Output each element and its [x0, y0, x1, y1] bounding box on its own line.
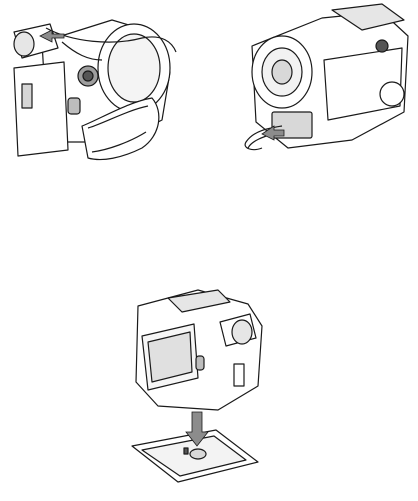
figure-camera-cable-front [232, 2, 410, 152]
battery-pack [14, 62, 68, 156]
figure-camera-strap-rear [2, 2, 180, 170]
figure-camera-tripod-plate [128, 286, 268, 496]
lens-ring [108, 34, 160, 102]
mode-dial [376, 40, 388, 52]
tripod-screw [190, 449, 206, 459]
